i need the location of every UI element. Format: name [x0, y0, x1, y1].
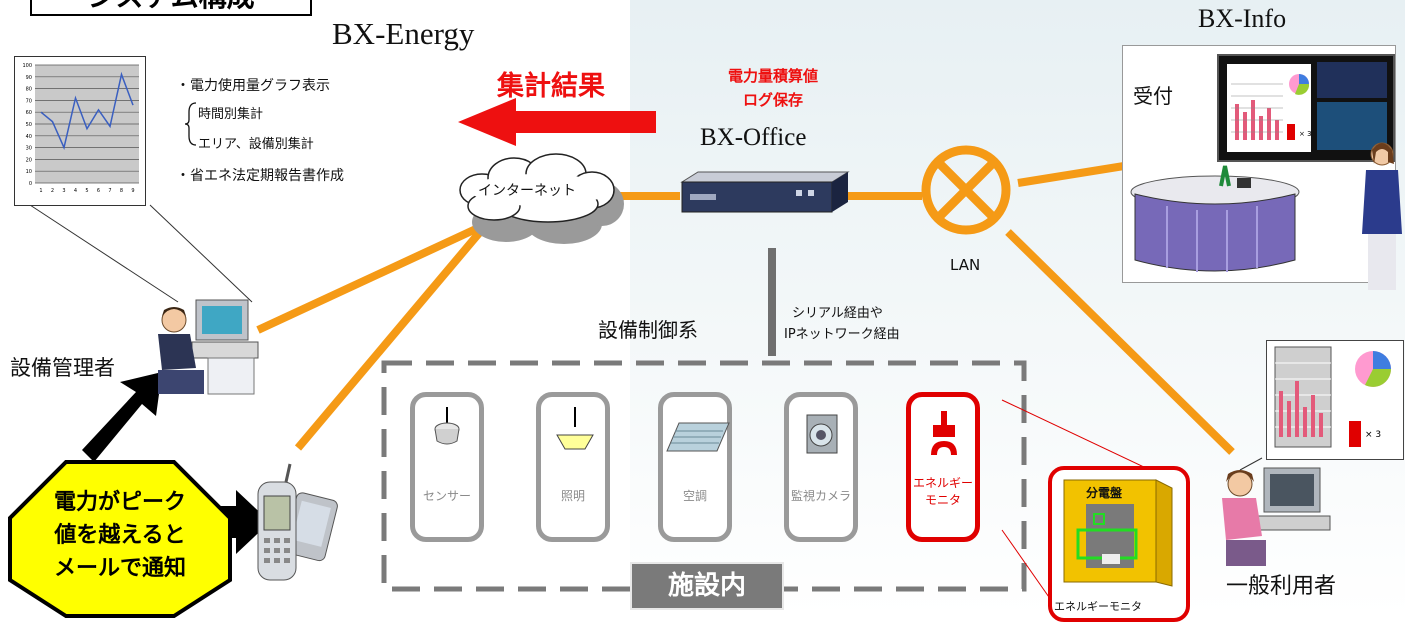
chart-y-tick: 10: [26, 169, 32, 175]
general-user-icon: [1222, 467, 1331, 566]
receptionist-icon: [1362, 142, 1402, 290]
link-lan-reception: [1017, 162, 1125, 187]
chart-x-tick: 1: [39, 188, 42, 194]
chart-y-tick: 60: [26, 110, 32, 116]
reception-panel: 受付 × 3: [1122, 45, 1396, 283]
device-aircon-label: 空調: [682, 489, 707, 503]
brace-icon: [184, 102, 197, 146]
mobile-phone-icon: [257, 463, 338, 581]
chart-y-tick: 50: [26, 122, 32, 128]
device-energy-monitor: エネルギー モニタ: [906, 392, 980, 542]
control-note-line2: IPネットワーク経由: [784, 327, 900, 342]
chart-x-tick: 5: [85, 188, 88, 194]
chart-series-line: [40, 71, 134, 150]
chart-y-tick: 30: [26, 146, 32, 152]
device-camera: 監視カメラ: [784, 392, 858, 542]
feature-report: ・省エネ法定期報告書作成: [176, 168, 344, 184]
aircon-icon: [666, 422, 730, 452]
svg-text:× 3: × 3: [1365, 430, 1381, 440]
distribution-panel-box: 分電盤 エネルギーモニタ: [1048, 466, 1190, 622]
chart-y-tick: 40: [26, 134, 32, 140]
chart-x-tick: 9: [131, 188, 134, 194]
feature-hourly: 時間別集計: [198, 107, 264, 122]
chart-x-tick: 3: [62, 188, 65, 194]
alert-sign-icon: [8, 460, 232, 618]
user-display-panel: × 3: [1266, 340, 1404, 460]
lan-hub-icon: [921, 145, 1011, 235]
energy-monitor-label-line1: エネルギー: [912, 476, 973, 490]
reception-counter-icon: [1130, 165, 1300, 272]
signage-chart: × 3: [1227, 64, 1312, 152]
distribution-panel-icon: [1063, 479, 1173, 587]
alert-line2: 値を越えると: [54, 523, 186, 548]
result-arrow-icon: [458, 98, 656, 146]
alert-line1: 電力がピーク: [53, 490, 186, 515]
lighting-icon: [556, 407, 594, 450]
page-title: システム構成: [87, 0, 254, 13]
energy-monitor-icon: [931, 411, 957, 455]
chart-y-tick: 70: [26, 98, 32, 104]
device-sensor-label: センサー: [422, 489, 471, 503]
page-title-box: システム構成: [30, 0, 312, 16]
chart-x-tick: 6: [97, 188, 100, 194]
chart-y-tick: 20: [26, 157, 32, 163]
device-aircon: 空調: [658, 392, 732, 542]
chart-x-tick: 7: [108, 188, 111, 194]
energy-monitor-label-line2: モニタ: [924, 493, 961, 507]
chart-y-tick: 0: [29, 181, 32, 187]
internet-cloud-icon: [459, 153, 624, 244]
result-label: 集計結果: [497, 71, 605, 102]
sensor-icon: [434, 407, 460, 445]
bx-info-label: BX-Info: [1198, 4, 1287, 33]
manager-label: 設備管理者: [10, 356, 115, 380]
signage-display: × 3: [1217, 54, 1395, 162]
control-note: シリアル経由や IPネットワーク経由: [784, 303, 900, 345]
link-manager-internet: [256, 224, 480, 334]
feature-graph: ・電力使用量グラフ表示: [176, 78, 330, 94]
chart-x-tick: 2: [51, 188, 54, 194]
device-lighting: 照明: [536, 392, 610, 542]
link-phone-internet: [294, 229, 484, 451]
distribution-panel-label: 分電盤: [1086, 486, 1123, 500]
user-display-chart: × 3: [1274, 346, 1391, 448]
office-note: 電力量積算値 ログ保存: [703, 64, 843, 112]
facility-label: 施設内: [630, 562, 784, 610]
arrow-up-icon: [82, 372, 162, 462]
control-line: [768, 248, 776, 356]
control-label: 設備制御系: [598, 318, 698, 342]
device-camera-label: 監視カメラ: [790, 489, 851, 503]
control-note-line1: シリアル経由や: [792, 306, 883, 321]
office-note-line1: 電力量積算値: [727, 67, 818, 85]
chart-y-tick: 90: [26, 75, 32, 81]
link-lan-user: [1005, 229, 1235, 455]
feature-area: エリア、設備別集計: [198, 137, 314, 152]
lan-label: LAN: [950, 256, 981, 274]
office-note-line2: ログ保存: [742, 91, 803, 109]
distribution-monitor-label: エネルギーモニタ: [1054, 600, 1142, 613]
alert-line3: メールで通知: [53, 556, 186, 581]
svg-text:× 3: × 3: [1299, 130, 1311, 138]
reception-label: 受付: [1133, 84, 1173, 108]
device-energy-monitor-label: エネルギー モニタ: [901, 475, 985, 509]
chart-y-tick: 80: [26, 87, 32, 93]
chart-x-tick: 8: [120, 188, 123, 194]
bx-office-label: BX-Office: [700, 124, 807, 151]
bx-energy-label: BX-Energy: [332, 16, 475, 51]
router-icon: [680, 171, 850, 213]
general-user-label: 一般利用者: [1226, 574, 1337, 599]
chart-x-tick: 4: [74, 188, 77, 194]
camera-icon: [806, 414, 838, 454]
alert-text: 電力がピーク 値を越えると メールで通知: [16, 486, 224, 585]
chart-y-tick: 100: [22, 63, 32, 69]
manager-icon: [158, 299, 259, 395]
internet-label: インターネット: [478, 183, 576, 199]
device-lighting-label: 照明: [560, 489, 585, 503]
device-sensor: センサー: [410, 392, 484, 542]
